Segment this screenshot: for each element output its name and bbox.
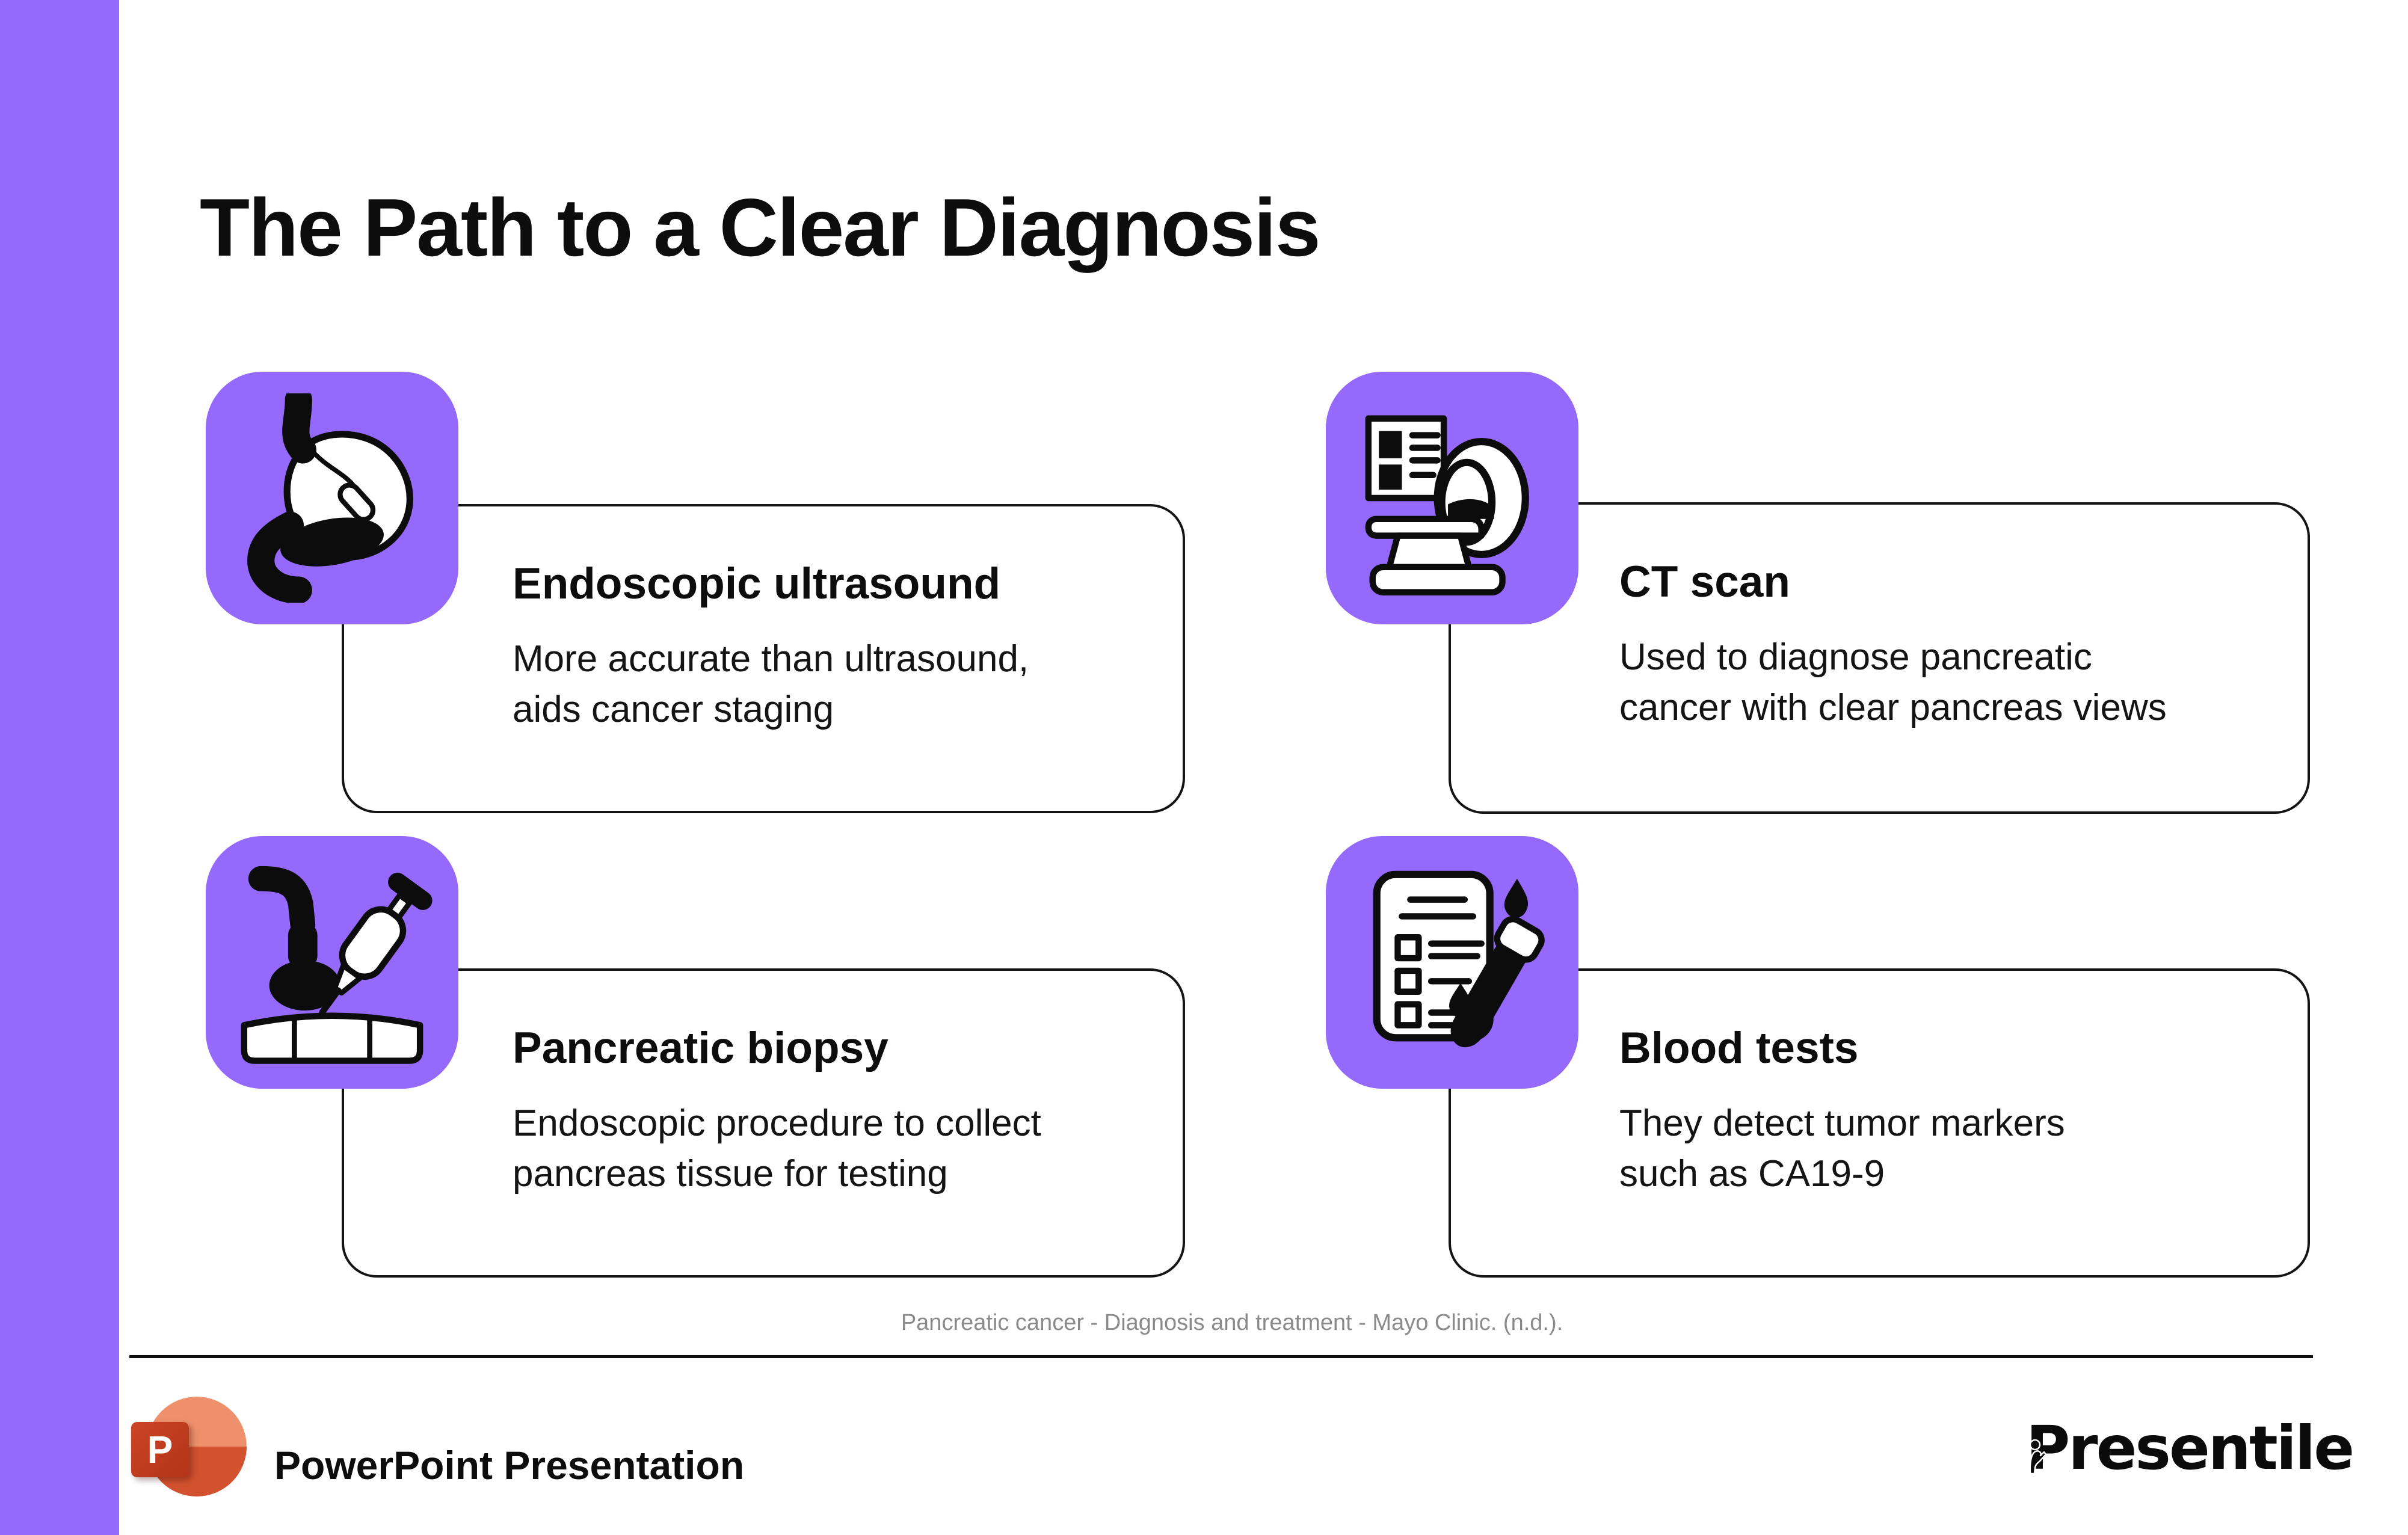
stomach-endoscope-icon bbox=[206, 372, 458, 624]
slide-title: The Path to a Clear Diagnosis bbox=[200, 182, 1321, 273]
powerpoint-letter-square: P bbox=[131, 1422, 189, 1477]
card-ct-scan: CT scan Used to diagnose pancreatic canc… bbox=[1449, 502, 2310, 814]
card-endoscopic-ultrasound: Endoscopic ultrasound More accurate than… bbox=[342, 504, 1185, 813]
document-title: PowerPoint Presentation bbox=[274, 1443, 745, 1487]
left-accent-bar bbox=[0, 0, 119, 1535]
presentile-wordmark: Presentile bbox=[2026, 1413, 2354, 1483]
card-title: Pancreatic biopsy bbox=[513, 1024, 888, 1072]
card-description: Used to diagnose pancreatic cancer with … bbox=[1619, 636, 2167, 728]
presenter-person-icon bbox=[2029, 1439, 2047, 1475]
powerpoint-icon: P bbox=[131, 1395, 251, 1507]
card-title: Blood tests bbox=[1619, 1024, 1859, 1072]
card-description: More accurate than ultrasound, aids canc… bbox=[513, 638, 1029, 730]
footer-divider bbox=[129, 1355, 2313, 1358]
citation-text: Pancreatic cancer - Diagnosis and treatm… bbox=[901, 1310, 1563, 1335]
card-title: Endoscopic ultrasound bbox=[513, 559, 1001, 608]
powerpoint-letter: P bbox=[147, 1428, 173, 1471]
card-blood-tests: Blood tests They detect tumor markers su… bbox=[1449, 968, 2310, 1278]
presentile-logo: Presentile bbox=[2026, 1412, 2354, 1515]
ct-scanner-icon bbox=[1326, 372, 1578, 624]
card-description: They detect tumor markers such as CA19-9 bbox=[1619, 1103, 2065, 1195]
card-title: CT scan bbox=[1619, 558, 1790, 606]
card-description: Endoscopic procedure to collect pancreas… bbox=[513, 1103, 1041, 1195]
card-pancreatic-biopsy: Pancreatic biopsy Endoscopic procedure t… bbox=[342, 968, 1185, 1278]
blood-test-form-icon bbox=[1326, 836, 1578, 1089]
biopsy-probe-syringe-icon bbox=[206, 836, 458, 1089]
